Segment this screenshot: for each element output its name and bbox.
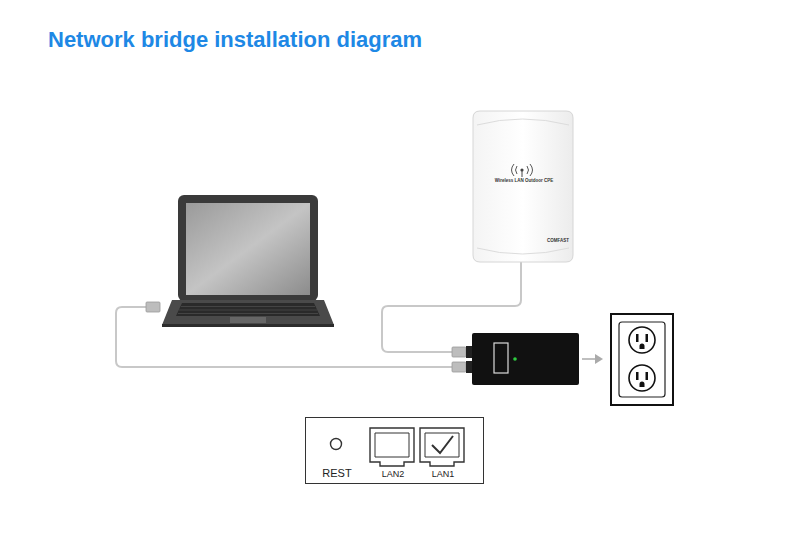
port-label: REST — [322, 467, 352, 479]
arrow — [582, 354, 603, 364]
diagram-title: Network bridge installation diagram — [48, 27, 422, 53]
port-label: LAN2 — [371, 470, 415, 480]
device-model-text: Wireless LAN Outdoor CPE — [474, 179, 574, 184]
cable — [116, 262, 521, 367]
poe-adapter — [466, 333, 579, 385]
laptop — [162, 195, 334, 327]
port-label: LAN1 — [421, 470, 465, 480]
port-panel-box: REST LAN2 LAN1 — [305, 417, 484, 484]
brand-text: COMFAST — [529, 239, 569, 244]
cpe-device-box: Wireless LAN Outdoor CPE COMFAST — [473, 111, 573, 262]
wall-outlet — [611, 314, 673, 405]
port-panel-details — [331, 428, 465, 466]
rj45-plug — [146, 302, 466, 372]
cpe-device — [473, 111, 573, 262]
